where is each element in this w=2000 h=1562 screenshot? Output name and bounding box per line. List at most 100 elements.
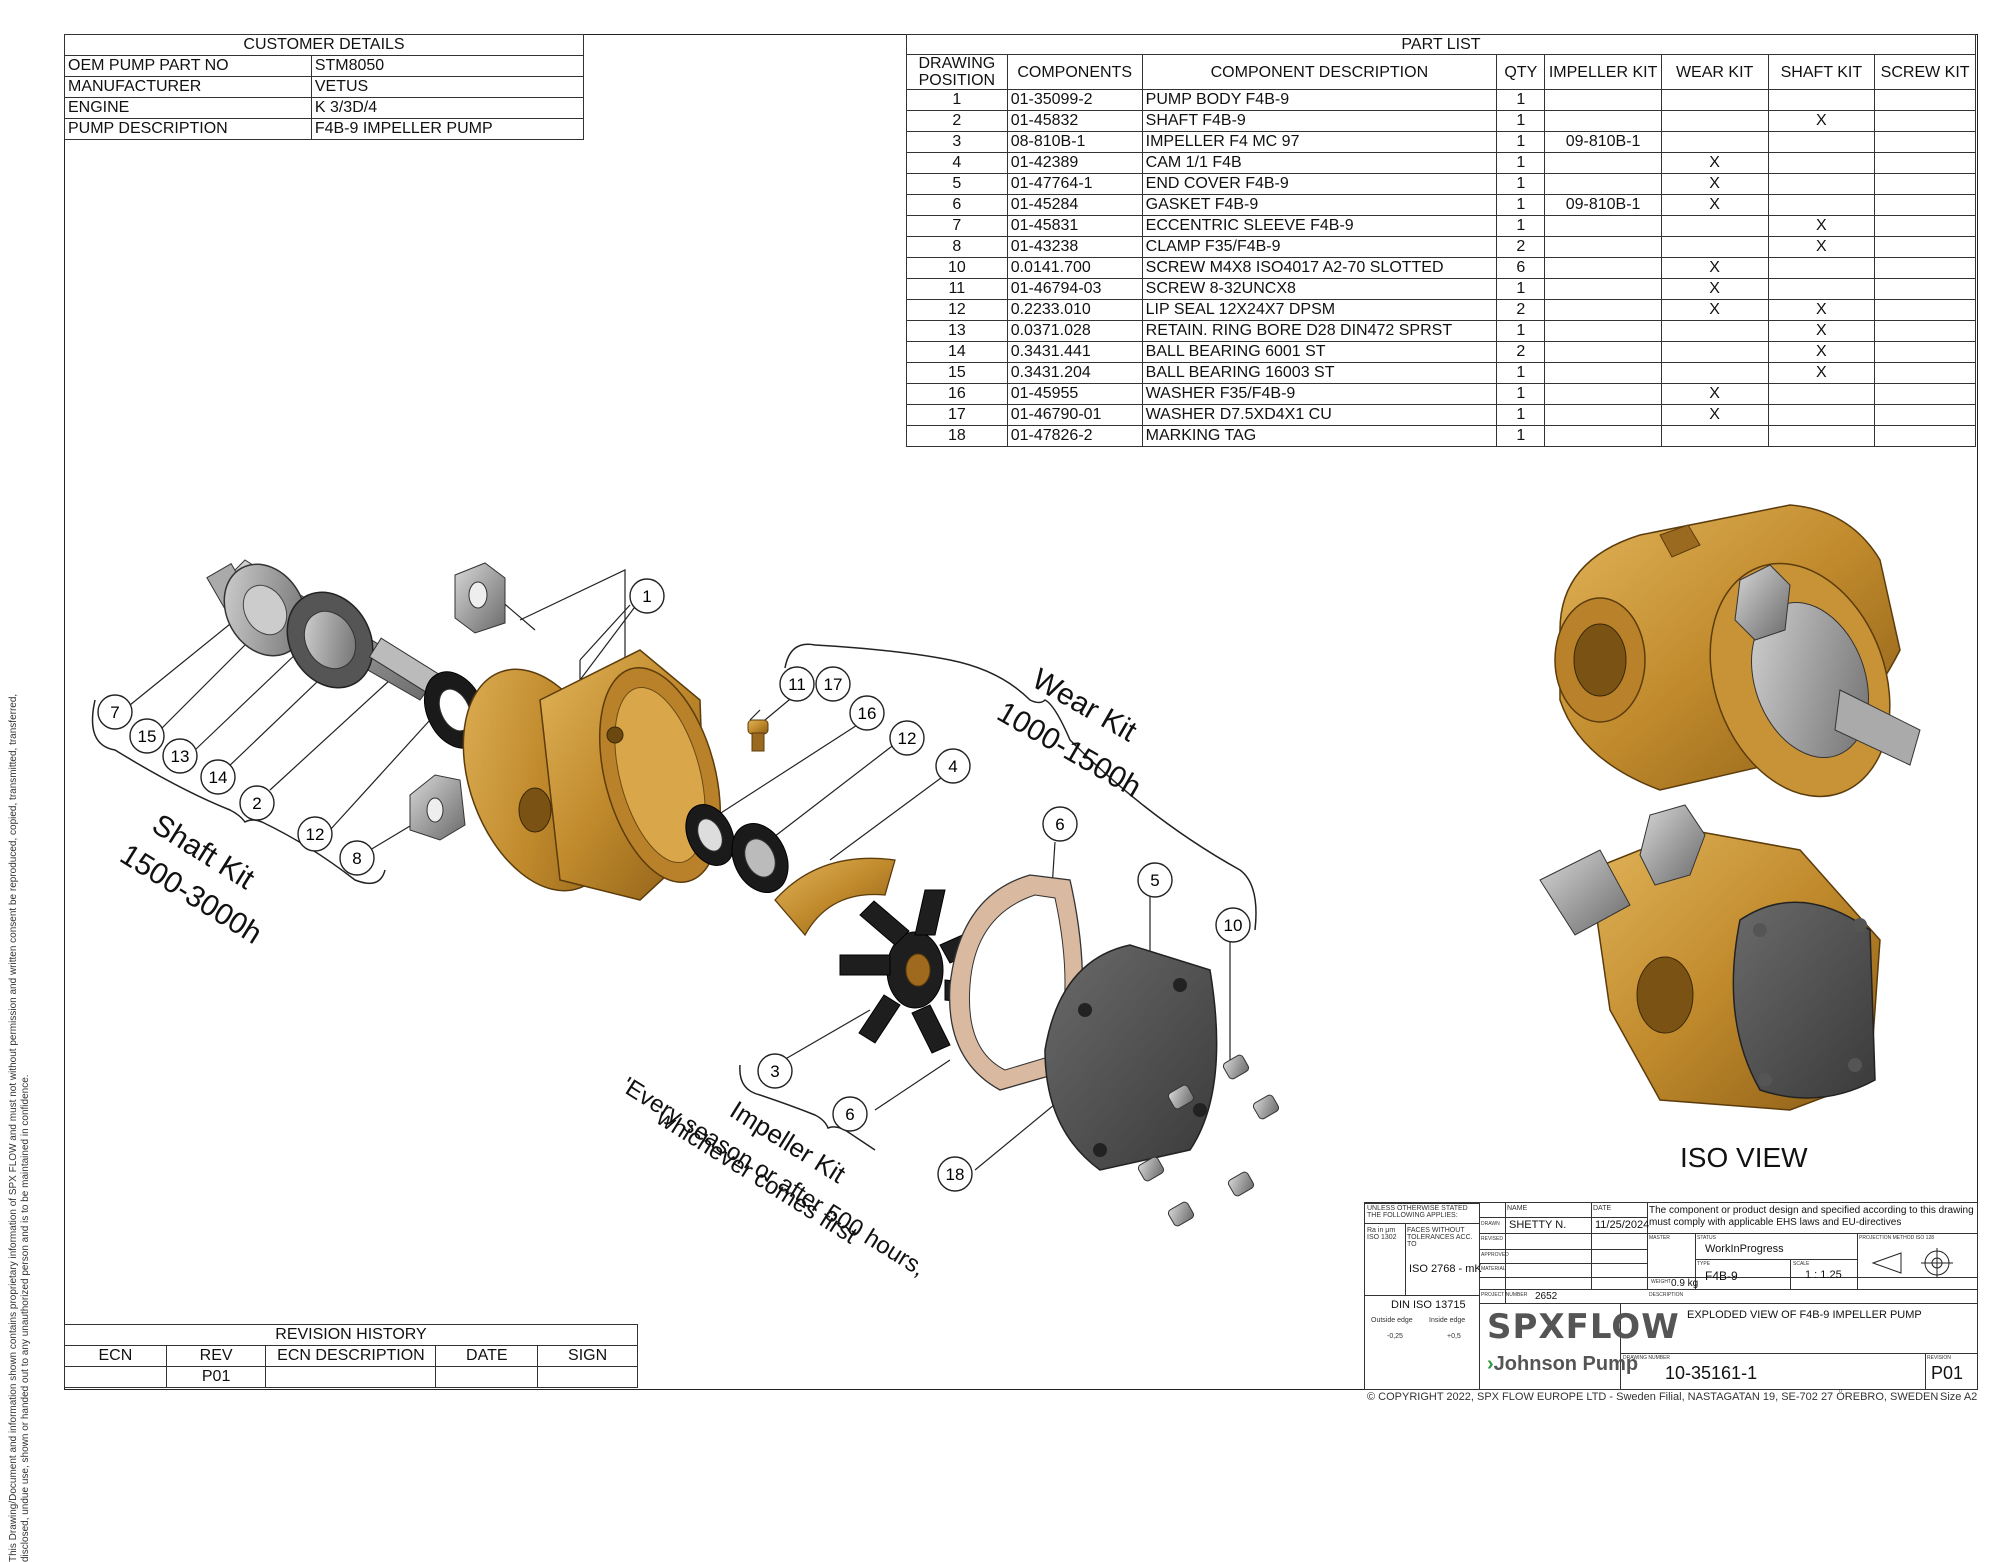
tb-approved-label: APPROVED (1481, 1252, 1509, 1258)
logo-chevron-icon: › (1487, 1353, 1494, 1375)
balloon-number: 2 (252, 794, 261, 813)
part-list-cell: MARKING TAG (1141, 425, 1498, 447)
screw-11 (747, 719, 769, 752)
part-list-cell: 1 (1496, 404, 1546, 426)
cell-label: PUMP DESCRIPTION (64, 118, 312, 140)
tb-scale-label: SCALE (1793, 1261, 1810, 1267)
part-list-cell: WASHER D7.5XD4X1 CU (1141, 404, 1498, 426)
revision-header: REV (165, 1345, 267, 1367)
revision-cell (537, 1366, 638, 1388)
tb-compliance: The component or product design and spec… (1649, 1205, 1974, 1228)
part-list-cell: 01-45955 (1006, 383, 1143, 405)
sheet-size: Size A2 (1940, 1391, 1978, 1403)
iso-view-bottom (1539, 804, 1881, 1111)
tb-scale: 1 : 1.25 (1805, 1269, 1842, 1281)
balloon-11: 11 (779, 666, 815, 702)
balloon-number: 8 (352, 849, 361, 868)
part-list-cell: 01-46794-03 (1006, 278, 1143, 300)
screws-10 (1137, 1054, 1280, 1227)
tb-drawn-name: SHETTY N. (1509, 1219, 1567, 1231)
part-list-header: SHAFT KIT (1767, 54, 1876, 90)
balloon-4: 4 (935, 748, 971, 784)
balloon-6: 6 (1042, 806, 1078, 842)
tb-status-label: STATUS (1697, 1235, 1716, 1241)
balloon-number: 13 (171, 747, 190, 766)
part-list-cell: 10 (906, 257, 1008, 279)
revision-header: ECN DESCRIPTION (265, 1345, 437, 1367)
part-list-cell: 1 (1496, 425, 1546, 447)
iso-view-top (1554, 504, 1921, 798)
balloon-number: 7 (110, 703, 119, 722)
part-list-cell: 1 (1496, 320, 1546, 342)
table-row: P01 (64, 1366, 638, 1388)
part-list-cell: 01-45832 (1006, 110, 1143, 132)
kit-braces (91, 643, 1257, 1151)
tb-din: DIN ISO 13715 (1391, 1299, 1466, 1311)
part-list-cell: 01-43238 (1006, 236, 1143, 258)
balloon-3: 3 (757, 1053, 793, 1089)
balloon-10: 10 (1215, 907, 1251, 943)
balloon-16: 16 (849, 695, 885, 731)
balloon-2: 2 (239, 785, 275, 821)
cell-label: OEM PUMP PART NO (64, 55, 312, 77)
balloon-number: 12 (898, 729, 917, 748)
balloon-number: 18 (946, 1165, 965, 1184)
balloon-number: 4 (948, 757, 957, 776)
tb-revision-label: REVISION (1927, 1355, 1951, 1361)
part-list-cell: 1 (1496, 89, 1546, 111)
part-list-header: COMPONENTS (1006, 54, 1143, 90)
spxflow-logo: SPXFLOW (1487, 1307, 1680, 1347)
balloon-14: 14 (200, 759, 236, 795)
part-list-cell: IMPELLER F4 MC 97 (1141, 131, 1498, 153)
tb-weight: 0.9 kg (1671, 1278, 1699, 1289)
shaft-assembly (206, 559, 442, 701)
part-list-cell: 0.3431.204 (1006, 362, 1143, 384)
balloon-18: 18 (937, 1156, 973, 1192)
tb-project-label: PROJECT NUMBER (1481, 1292, 1528, 1298)
tb-faces: FACES WITHOUT TOLERANCES ACC. TO (1407, 1227, 1473, 1248)
balloon-5: 5 (1137, 862, 1173, 898)
part-list-cell: RETAIN. RING BORE D28 DIN472 SPRST (1141, 320, 1498, 342)
tb-drawn-label: DRAWN (1481, 1221, 1500, 1227)
part-list-cell: 1 (1496, 173, 1546, 195)
tb-description-label: DESCRIPTION (1649, 1292, 1684, 1298)
balloon-6: 6 (832, 1096, 868, 1132)
tb-outside-val: -0,25 (1387, 1333, 1403, 1340)
seals-right (685, 804, 789, 893)
tb-weight-label: WEIGHT (1651, 1279, 1671, 1285)
part-list-cell: 01-45831 (1006, 215, 1143, 237)
revision-cell: P01 (165, 1366, 267, 1388)
balloon-number: 16 (858, 704, 877, 723)
tb-description: EXPLODED VIEW OF F4B-9 IMPELLER PUMP (1687, 1309, 1922, 1321)
balloon-8: 8 (339, 840, 375, 876)
part-list-cell: 01-35099-2 (1006, 89, 1143, 111)
tb-projection-label: PROJECTION METHOD ISO 128 (1859, 1235, 1935, 1241)
part-list-cell: 01-47764-1 (1006, 173, 1143, 195)
tb-drawn-date: 11/25/2024 (1595, 1219, 1650, 1231)
part-list-cell: GASKET F4B-9 (1141, 194, 1498, 216)
part-list-title: PART LIST (906, 34, 1976, 55)
balloon-1: 1 (629, 578, 665, 614)
end-cover (1044, 944, 1218, 1171)
part-list-cell: BALL BEARING 16003 ST (1141, 362, 1498, 384)
copyright: © COPYRIGHT 2022, SPX FLOW EUROPE LTD - … (1367, 1391, 1939, 1403)
part-list-cell (1874, 425, 1976, 447)
tb-material-label: MATERIAL (1481, 1266, 1506, 1272)
tb-status: WorkInProgress (1705, 1243, 1784, 1255)
balloon-12: 12 (297, 816, 333, 852)
balloon-number: 11 (788, 675, 806, 694)
confidentiality-note: This Drawing/Document and information sh… (8, 693, 31, 1562)
clamps (409, 562, 506, 841)
tb-unless: UNLESS OTHERWISE STATED THE FOLLOWING AP… (1367, 1205, 1468, 1219)
balloon-number: 12 (306, 825, 325, 844)
